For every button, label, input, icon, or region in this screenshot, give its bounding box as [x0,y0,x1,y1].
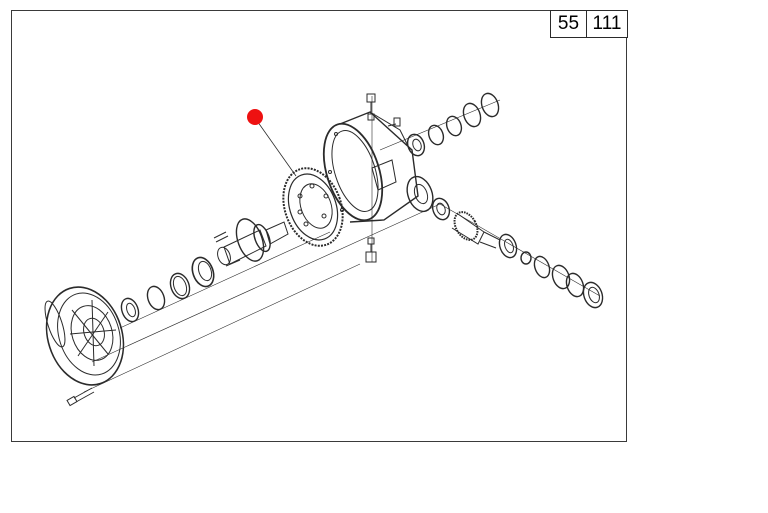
hotspot-leader-line [254,117,297,177]
assembly-axis-lines [83,96,601,393]
diagram-frame [11,10,627,442]
end-cover-flange [44,286,125,386]
bottom-bolt [365,237,377,263]
pinion-gear-shaft [431,197,501,249]
lower-right-rings [498,233,604,309]
hotspot-marker-icon[interactable] [247,109,263,125]
drive-shaft-hub [213,218,289,267]
seal-rings-left [120,256,215,323]
group-number-badge: 111 [586,10,628,38]
differential-housing [322,111,434,223]
upper-right-rings [406,92,500,157]
bolt-lower-left [66,387,95,407]
ring-gear [282,167,344,247]
top-bolts [366,93,401,127]
page-number-badge: 55 [550,10,587,38]
